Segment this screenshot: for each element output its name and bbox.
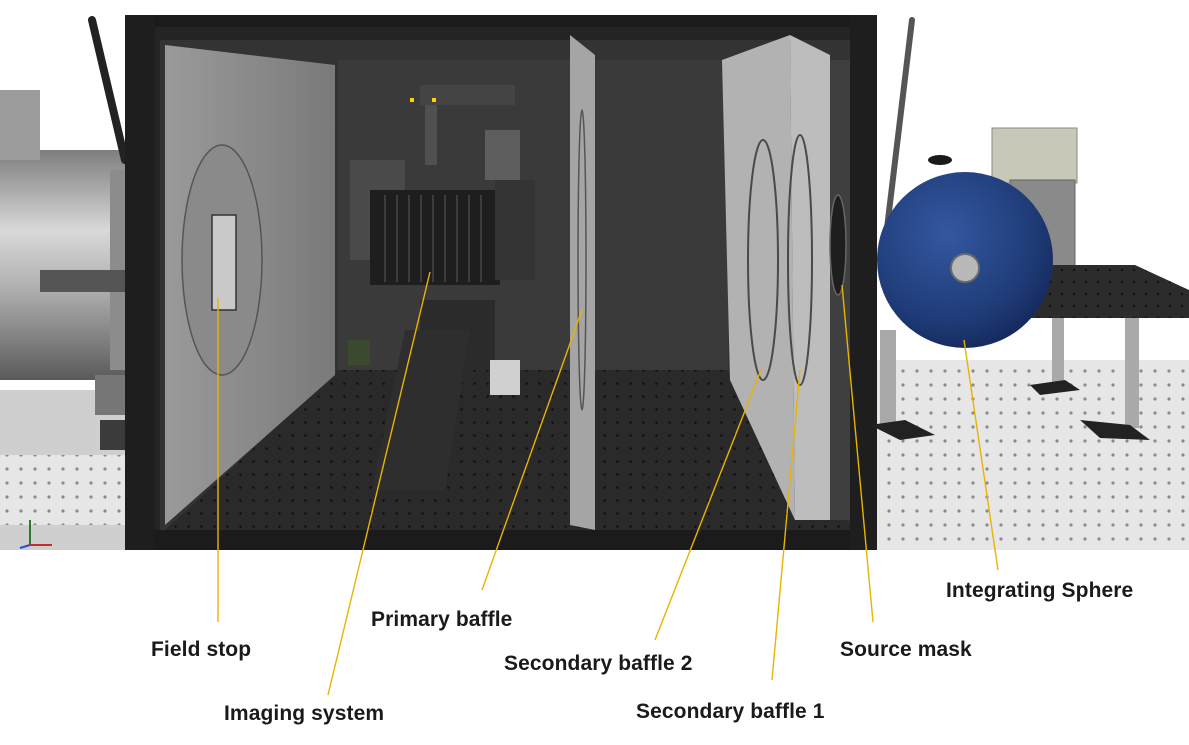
label-secondary-baffle-2: Secondary baffle 2 [504, 652, 693, 675]
leader-lines [217, 271, 999, 696]
label-field-stop: Field stop [151, 638, 252, 661]
secondary-baffle-2 [722, 35, 795, 520]
leader-primary-baffle [481, 309, 583, 591]
label-imaging-system: Imaging system [224, 702, 385, 725]
leader-imaging-system [327, 271, 431, 696]
primary-baffle [570, 35, 595, 530]
label-source-mask: Source mask [840, 638, 972, 661]
field-stop-panel [165, 45, 335, 525]
label-primary-baffle: Primary baffle [371, 608, 513, 631]
optical-table-right [870, 360, 1189, 550]
label-secondary-baffle-1: Secondary baffle 1 [636, 700, 825, 723]
imaging-system [348, 85, 535, 490]
leader-source-mask [841, 284, 874, 623]
leader-integrating-sphere [963, 339, 999, 571]
leader-secondary-baffle-1 [771, 369, 801, 681]
gas-struts [88, 16, 915, 248]
leader-secondary-baffle-2 [654, 369, 762, 641]
label-integrating-sphere: Integrating Sphere [946, 579, 1134, 602]
source-mask [829, 60, 850, 520]
axis-triad-icon [19, 520, 52, 549]
integrating-sphere-assembly [870, 127, 1189, 440]
secondary-baffle-1 [787, 35, 830, 520]
